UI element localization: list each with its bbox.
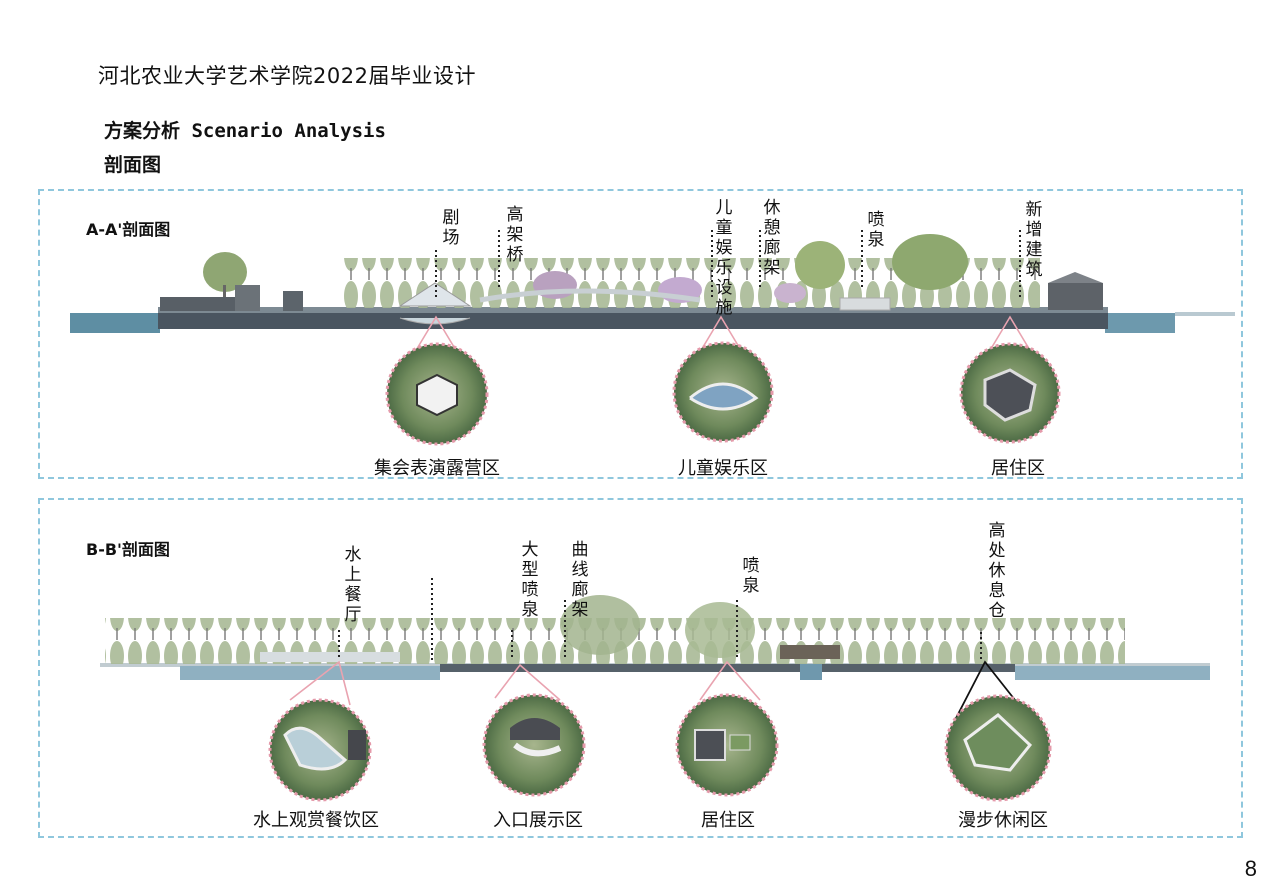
section-b-panel [38,498,1243,838]
section-a-drawing [70,230,1235,446]
label-kids-facility: 儿童娱乐设施 [715,198,733,318]
label-new-building: 新增建筑 [1025,200,1043,280]
label-fountain-a: 喷泉 [867,210,885,250]
water-b-right [1015,666,1210,680]
water-b-left [180,666,440,680]
section-a-title: A-A'剖面图 [86,220,171,239]
label-water-restaurant: 水上餐厅 [344,545,362,625]
zone-b3: 居住区 [701,810,755,831]
zone-a3: 居住区 [991,458,1045,479]
page-subheading: 剖面图 [104,154,162,176]
label-theatre: 剧场 [442,208,460,248]
section-b-drawing [100,578,1210,802]
page-number: 8 [1244,856,1257,881]
ground-a [158,312,1108,329]
section-a-panel [38,189,1243,479]
label-curve-pergola: 曲线廊架 [571,540,589,620]
water-right [1105,313,1175,333]
ground-b [440,664,1015,672]
plan-b2 [482,693,586,797]
plan-b3 [675,693,779,797]
zone-b1: 水上观赏餐饮区 [253,810,379,831]
label-fountain-b: 喷泉 [742,556,760,596]
label-large-fountain: 大型喷泉 [521,540,539,620]
school-title: 河北农业大学艺术学院2022届毕业设计 [98,64,476,88]
label-rest-pergola: 休憩廊架 [763,198,781,278]
zone-b4: 漫步休闲区 [958,810,1048,831]
zone-b2: 入口展示区 [493,810,583,831]
page-heading: 方案分析 Scenario Analysis [104,120,386,142]
zone-a1: 集会表演露营区 [374,458,500,479]
label-high-rest-pod: 高处休息仓 [988,521,1006,621]
zone-a2: 儿童娱乐区 [678,458,768,479]
water-left [70,313,160,333]
label-viaduct: 高架桥 [506,205,524,265]
section-b-title: B-B'剖面图 [86,540,170,559]
